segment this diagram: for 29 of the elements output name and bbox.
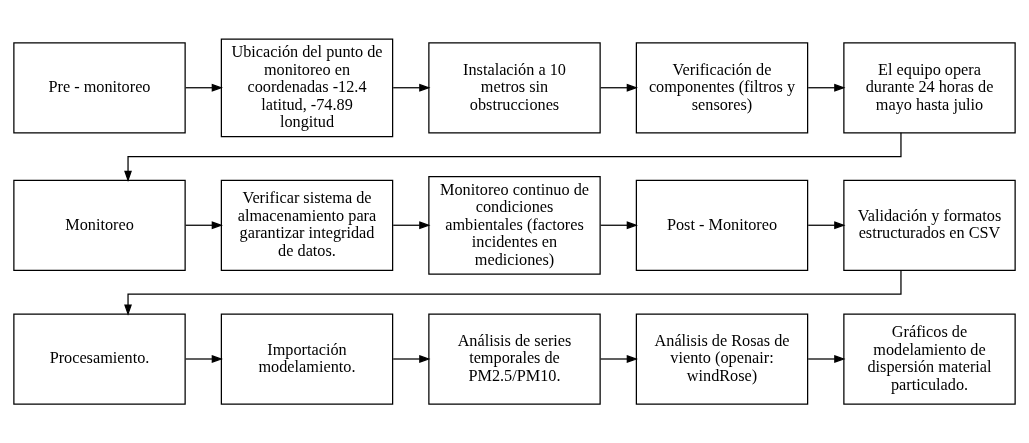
node-box: Monitoreo continuo de condiciones ambientales (factores incidentes en mediciones) — [428, 175, 601, 275]
node-box: Importación modelamiento. — [220, 313, 394, 405]
arrow — [392, 83, 431, 92]
node-box: Monitoreo — [13, 179, 186, 271]
arrow — [185, 221, 223, 230]
node-box: Verificar sistema de almacenamiento para garantizar integridad de datos. — [220, 179, 394, 271]
arrow — [600, 221, 638, 230]
arrow — [392, 355, 431, 363]
node-box: Análisis de series temporales de PM2.5/PM10. — [428, 313, 601, 405]
node-box: Pre - monitoreo — [13, 42, 186, 134]
node-box: Procesamiento. — [13, 313, 186, 405]
arrow — [600, 355, 638, 363]
arrow — [392, 221, 431, 230]
arrow — [807, 355, 846, 363]
node-box: Post - Monitoreo — [635, 179, 809, 271]
arrow — [807, 83, 846, 92]
node-box: El equipo opera durante 24 horas de mayo hasta julio — [843, 42, 1016, 134]
node-box: Gráficos de modelamiento de dispersión material particulado. — [843, 313, 1016, 405]
node-box: Análisis de Rosas de viento (openair: windRose) — [635, 313, 809, 405]
arrow — [185, 83, 223, 92]
arrow — [807, 221, 846, 230]
node-box: Verificación de componentes (filtros y sensores) — [635, 42, 809, 134]
node-box: Ubicación del punto de monitoreo en coordenadas -12.4 latitud, -74.89 longitud — [220, 38, 394, 138]
node-box: Instalación a 10 metros sin obstrucciones — [428, 42, 601, 134]
node-box: Validación y formatos estructurados en CSV — [843, 179, 1016, 271]
arrow — [600, 83, 638, 92]
arrow — [124, 132, 902, 183]
arrow — [185, 355, 223, 363]
arrow — [124, 269, 902, 316]
